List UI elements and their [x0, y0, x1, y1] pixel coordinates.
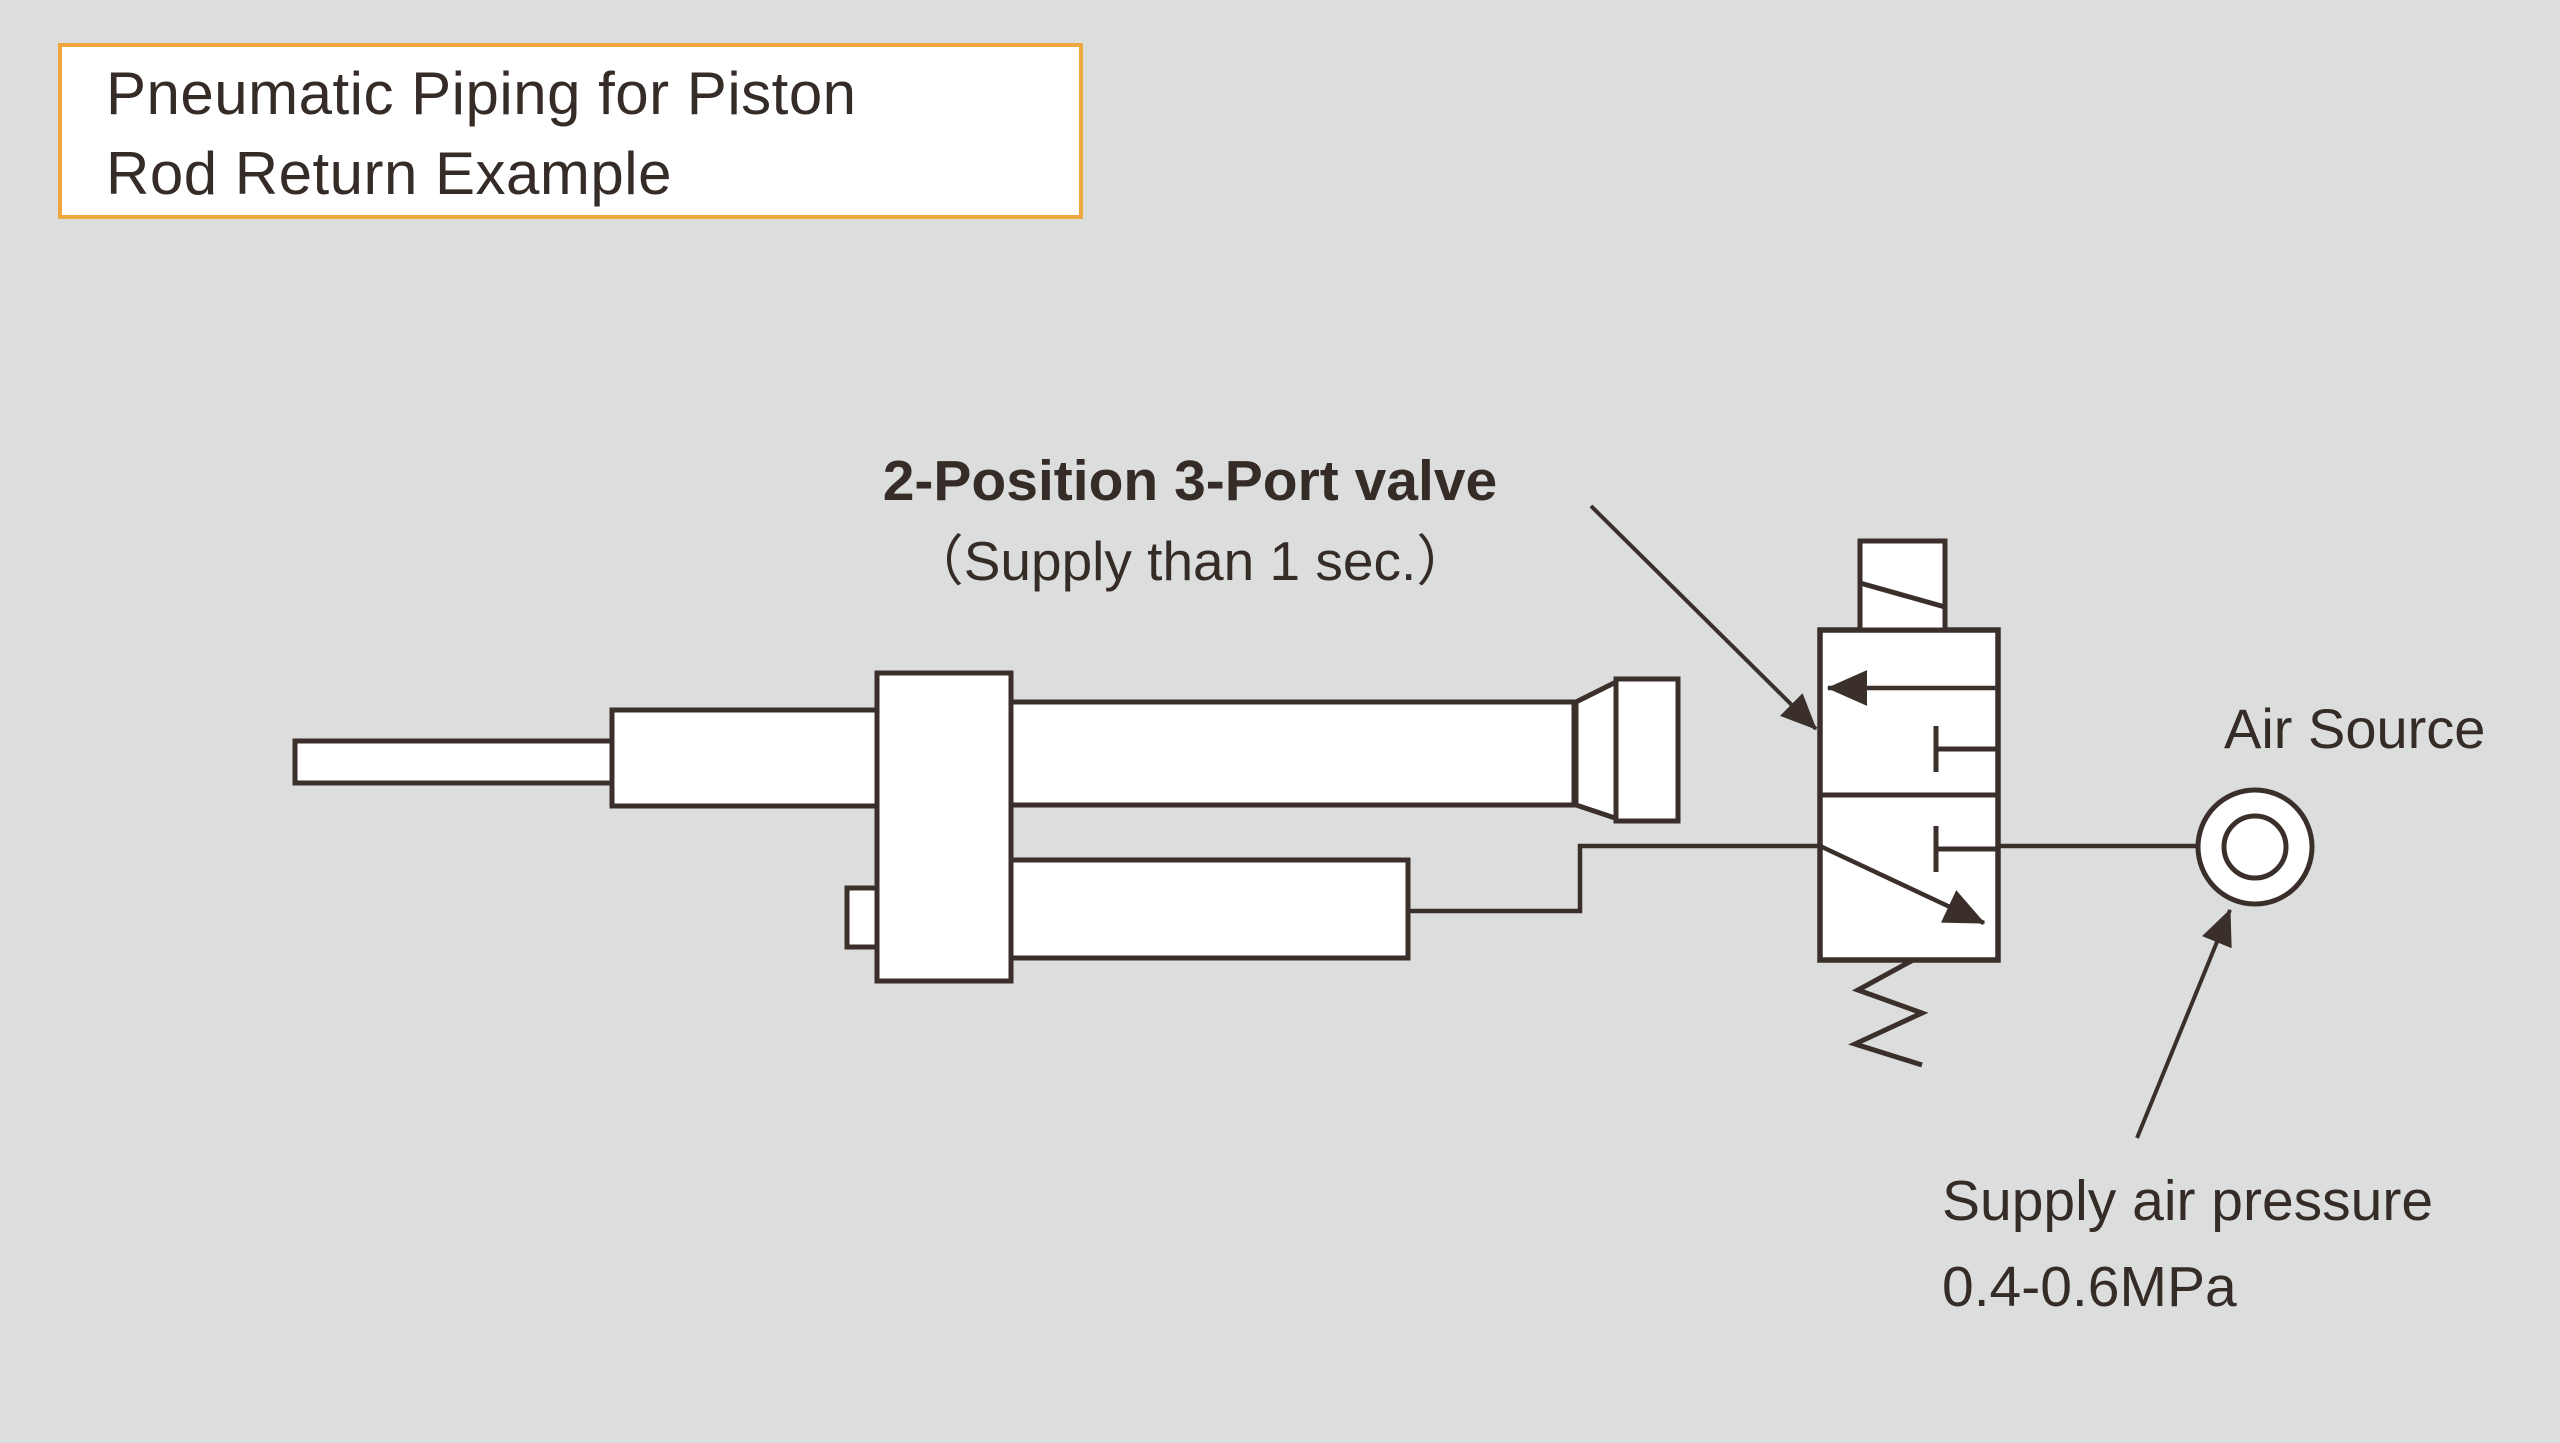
valve-blocked-port-lower: [1933, 826, 1996, 872]
cylinder-body: [1005, 699, 1577, 808]
nose-cone: [1573, 676, 1621, 823]
supply-label-leader-arrow: [2135, 908, 2232, 1139]
supply-pressure-line2: 0.4-0.6MPa: [1942, 1255, 2237, 1319]
air-source-inner-circle: [2221, 813, 2289, 881]
valve-label-line1: 2-Position 3-Port valve: [882, 449, 1498, 513]
title-line2: Rod Return Example: [106, 140, 672, 207]
supply-pressure-label: Supply air pressure 0.4-0.6MPa: [1942, 1158, 2433, 1330]
valve-return-spring: [1848, 957, 1929, 1068]
valve-label-leader-arrow: [1589, 504, 1818, 731]
valve-label: 2-Position 3-Port valve （Supply than 1 s…: [790, 441, 1590, 601]
valve-flow-arrow-lower: [1819, 843, 1986, 926]
rod-gland-tube: [609, 707, 881, 809]
title-line1: Pneumatic Piping for Piston: [106, 60, 857, 127]
pneumatic-pipe: [1408, 843, 1822, 914]
valve-blocked-port-upper: [1933, 726, 1996, 772]
knurled-fitting: [1613, 676, 1681, 824]
valve-label-line2: （Supply than 1 sec.）: [908, 530, 1472, 592]
mounting-block: [874, 670, 1014, 984]
title-box: Pneumatic Piping for Piston Rod Return E…: [58, 43, 1083, 219]
solenoid-diagonal: [1859, 580, 1946, 610]
supply-pressure-line1: Supply air pressure: [1942, 1169, 2434, 1233]
lower-tube: [1005, 857, 1411, 961]
air-source-label: Air Source: [2224, 697, 2486, 760]
piston-rod: [292, 738, 628, 786]
block-port-tab: [844, 885, 882, 950]
